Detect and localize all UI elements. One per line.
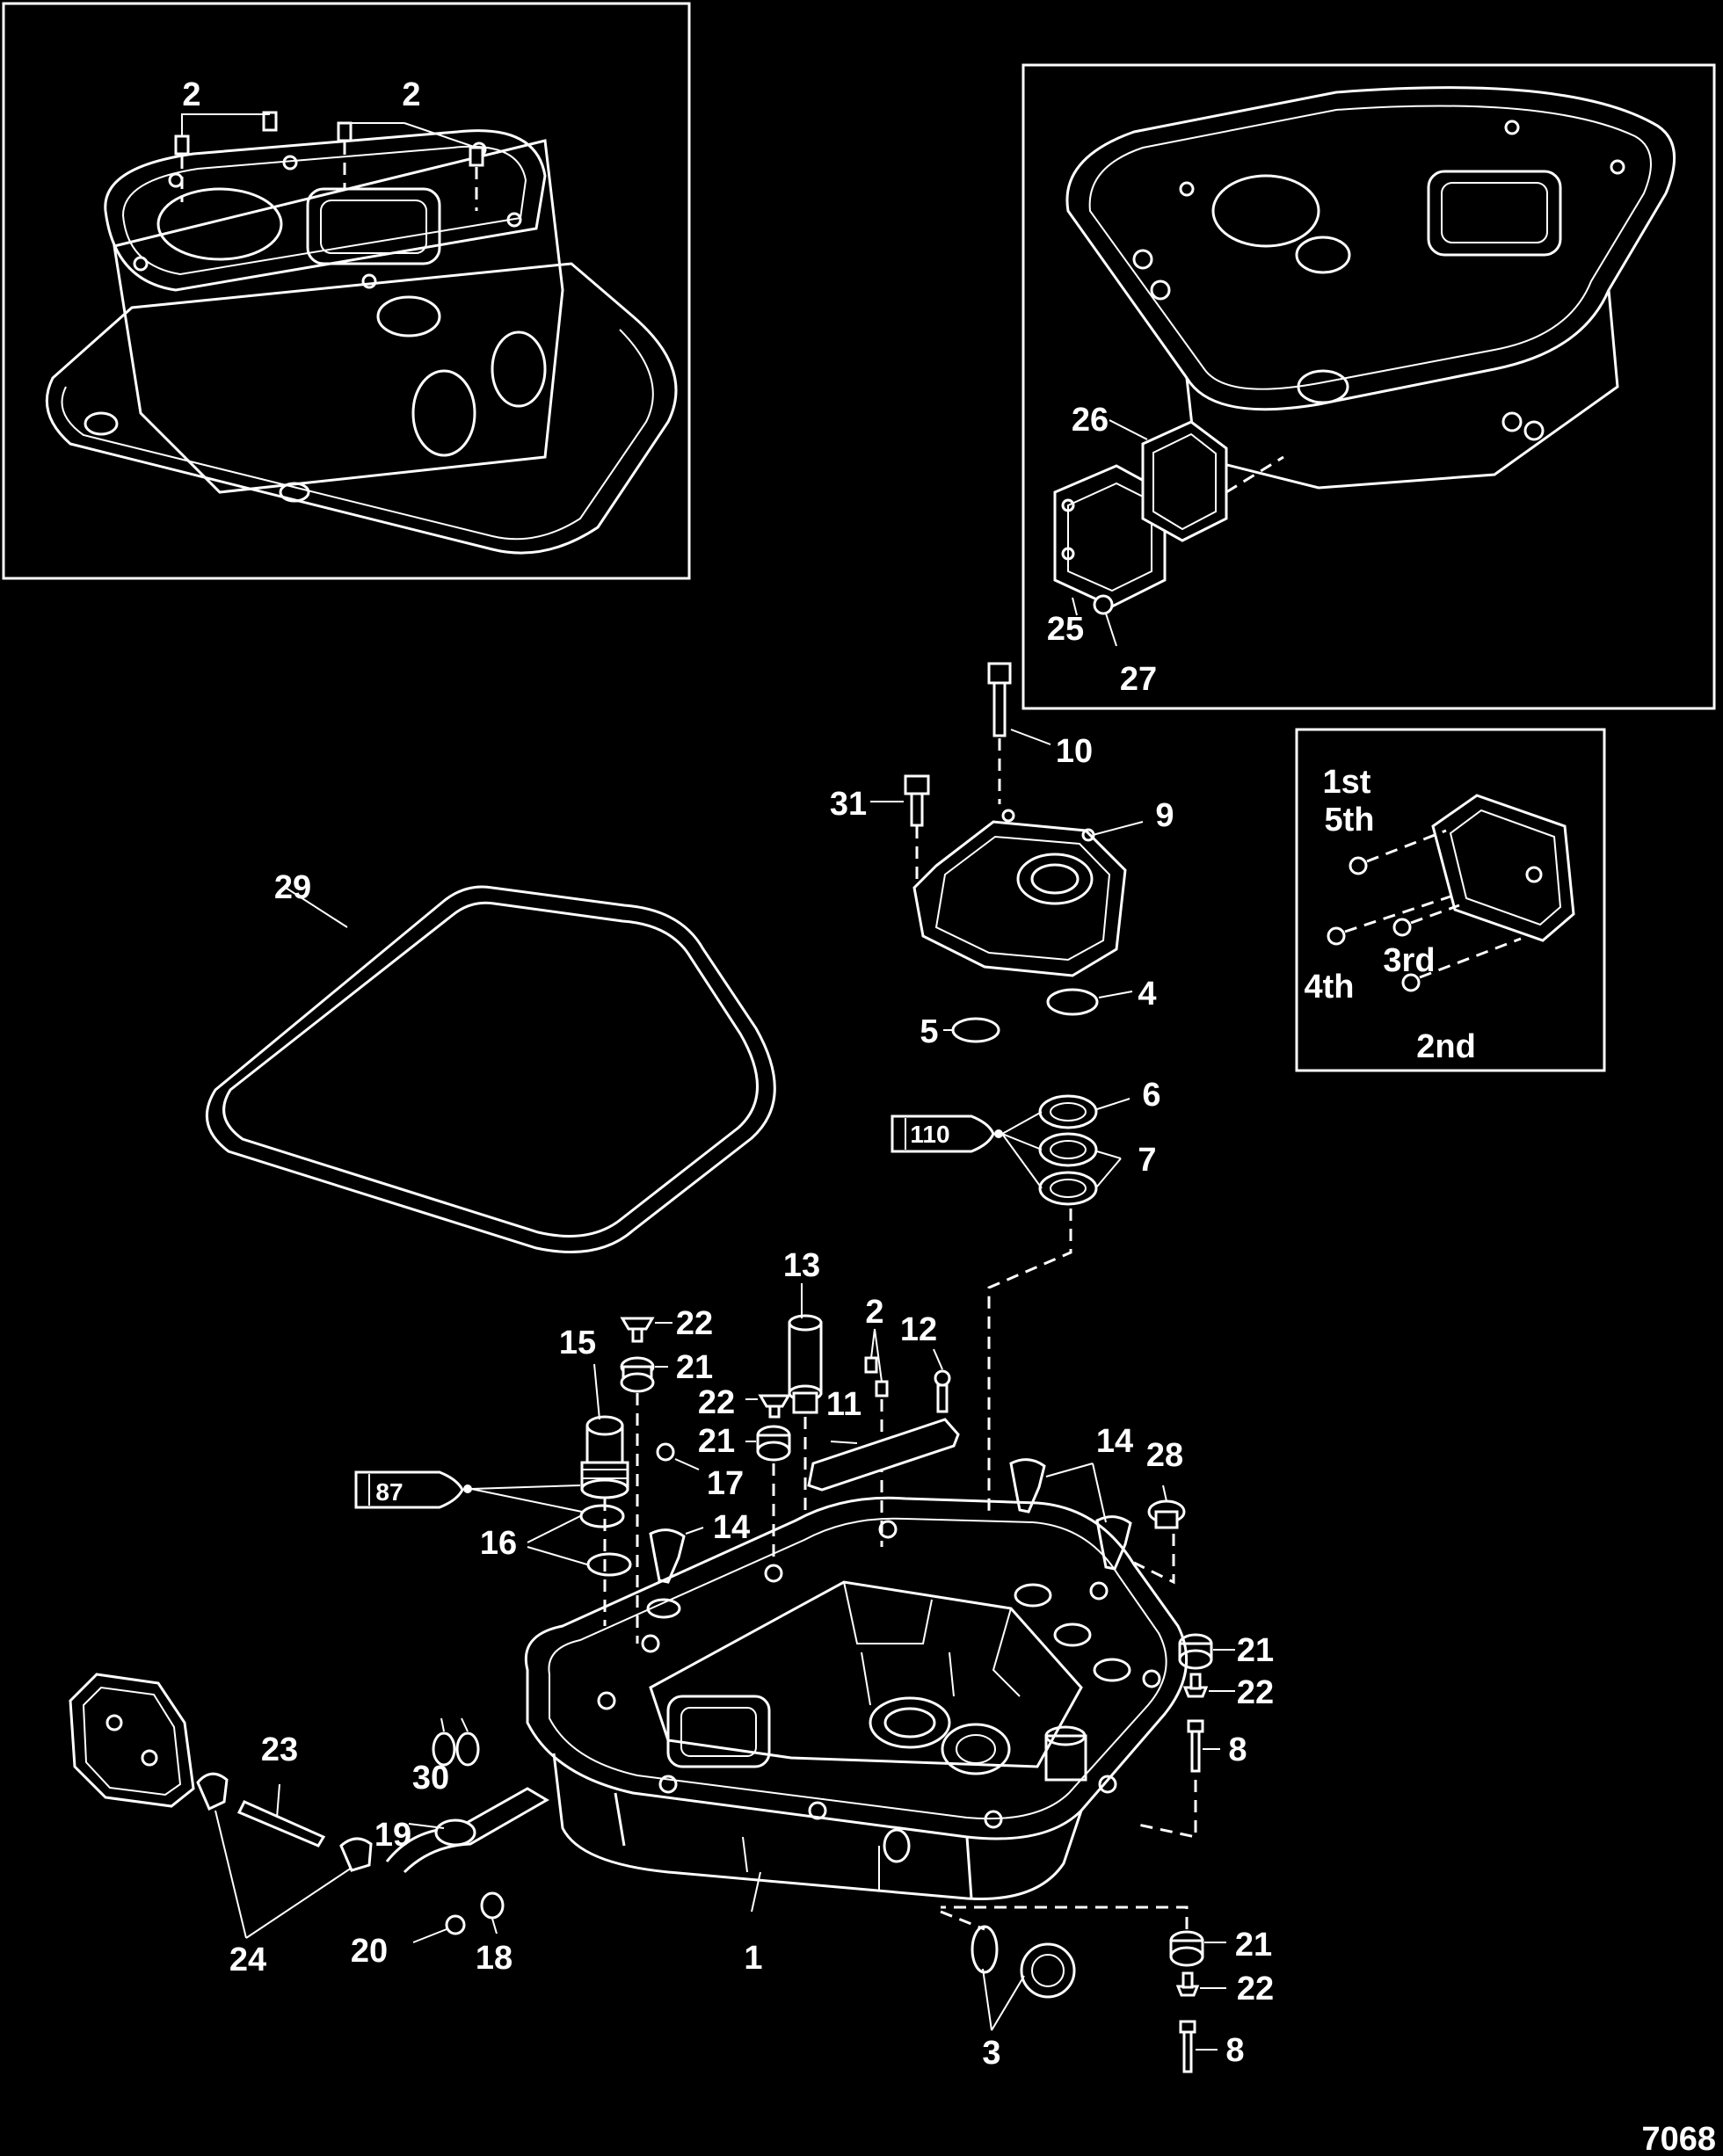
tube-label-110: 110 [910, 1121, 949, 1148]
water-pump-parts [870, 662, 1144, 1512]
callout-15: 15 [559, 1325, 596, 1361]
callout-8-bottom: 8 [1225, 2032, 1244, 2069]
torque-seq-5th: 5th [1325, 802, 1375, 838]
callout-26: 26 [1072, 402, 1109, 439]
callout-30: 30 [412, 1760, 449, 1797]
callout-4: 4 [1138, 976, 1156, 1013]
callout-2-inset-right: 2 [402, 76, 420, 113]
callout-13: 13 [783, 1247, 820, 1284]
callout-23: 23 [261, 1731, 298, 1768]
callout-2-mid: 2 [865, 1294, 883, 1331]
inset-adaptor-plate-view [2, 2, 691, 580]
callout-labels: 2 2 26 25 27 10 31 9 4 5 6 7 110 29 1st … [182, 76, 1716, 2156]
callout-9: 9 [1155, 797, 1174, 834]
callout-31: 31 [830, 786, 867, 823]
torque-seq-1st: 1st [1323, 764, 1371, 801]
callout-22-mid: 22 [698, 1384, 735, 1421]
torque-seq-4th: 4th [1305, 969, 1355, 1005]
torque-seq-2nd: 2nd [1416, 1028, 1476, 1065]
callout-21-right-bottom: 21 [1235, 1927, 1272, 1964]
callout-2-inset-left: 2 [182, 76, 200, 113]
callout-29: 29 [274, 869, 311, 906]
torque-seq-3rd: 3rd [1383, 942, 1435, 979]
callout-3: 3 [982, 2035, 1000, 2072]
callout-14-left: 14 [713, 1509, 750, 1546]
callout-20: 20 [351, 1933, 388, 1970]
ring-seal-29 [205, 885, 776, 1253]
callout-27: 27 [1120, 661, 1157, 698]
callout-1: 1 [744, 1940, 762, 1977]
callout-21-right-top: 21 [1237, 1632, 1274, 1669]
callout-11: 11 [826, 1386, 862, 1423]
callout-16: 16 [480, 1525, 517, 1562]
inset-adaptor-plate-fuel-pump-view [1021, 63, 1716, 710]
callout-12: 12 [900, 1311, 937, 1348]
callout-22-top: 22 [676, 1305, 713, 1342]
callout-21-mid: 21 [698, 1423, 735, 1460]
callout-25: 25 [1047, 611, 1084, 648]
callout-5: 5 [920, 1013, 938, 1050]
callout-6: 6 [1142, 1077, 1160, 1114]
callout-17: 17 [707, 1465, 744, 1502]
figure-id: 7068 [1641, 2121, 1716, 2156]
tube-label-87: 87 [375, 1478, 403, 1506]
inset-torque-sequence [1295, 728, 1606, 1072]
callout-22-right-bottom: 22 [1237, 1971, 1274, 2007]
callout-10: 10 [1056, 733, 1093, 770]
callout-7: 7 [1138, 1142, 1156, 1179]
callout-18: 18 [476, 1940, 513, 1977]
adaptor-plate-1 [524, 1496, 1189, 1913]
callout-14-right: 14 [1096, 1423, 1133, 1460]
callout-22-right-top: 22 [1237, 1674, 1274, 1711]
callout-24: 24 [229, 1942, 266, 1978]
callout-28: 28 [1146, 1437, 1183, 1474]
callout-19: 19 [374, 1817, 411, 1854]
callout-21-top: 21 [676, 1349, 713, 1386]
callout-8-top: 8 [1228, 1731, 1247, 1768]
